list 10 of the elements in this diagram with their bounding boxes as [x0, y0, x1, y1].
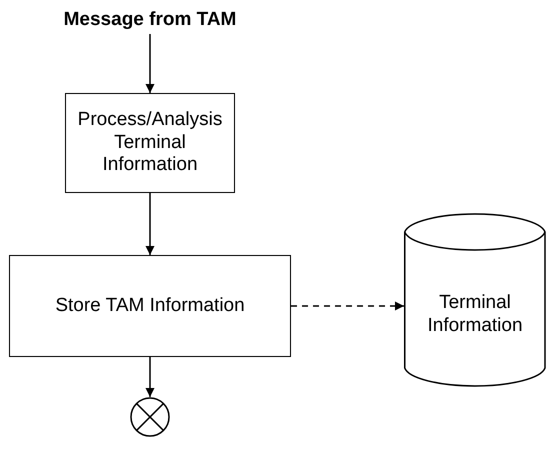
arrow: [146, 193, 154, 255]
node-label: Process/Analysis Terminal Information: [76, 108, 224, 178]
arrow: [146, 357, 154, 397]
arrow: [291, 302, 404, 310]
node-label: Terminal Information: [426, 292, 524, 338]
process-box: [65, 93, 235, 193]
heading-text: Message from TAM: [64, 8, 236, 32]
process-box: [9, 255, 291, 357]
arrow: [146, 34, 154, 93]
node-label: Store TAM Information: [54, 294, 246, 318]
